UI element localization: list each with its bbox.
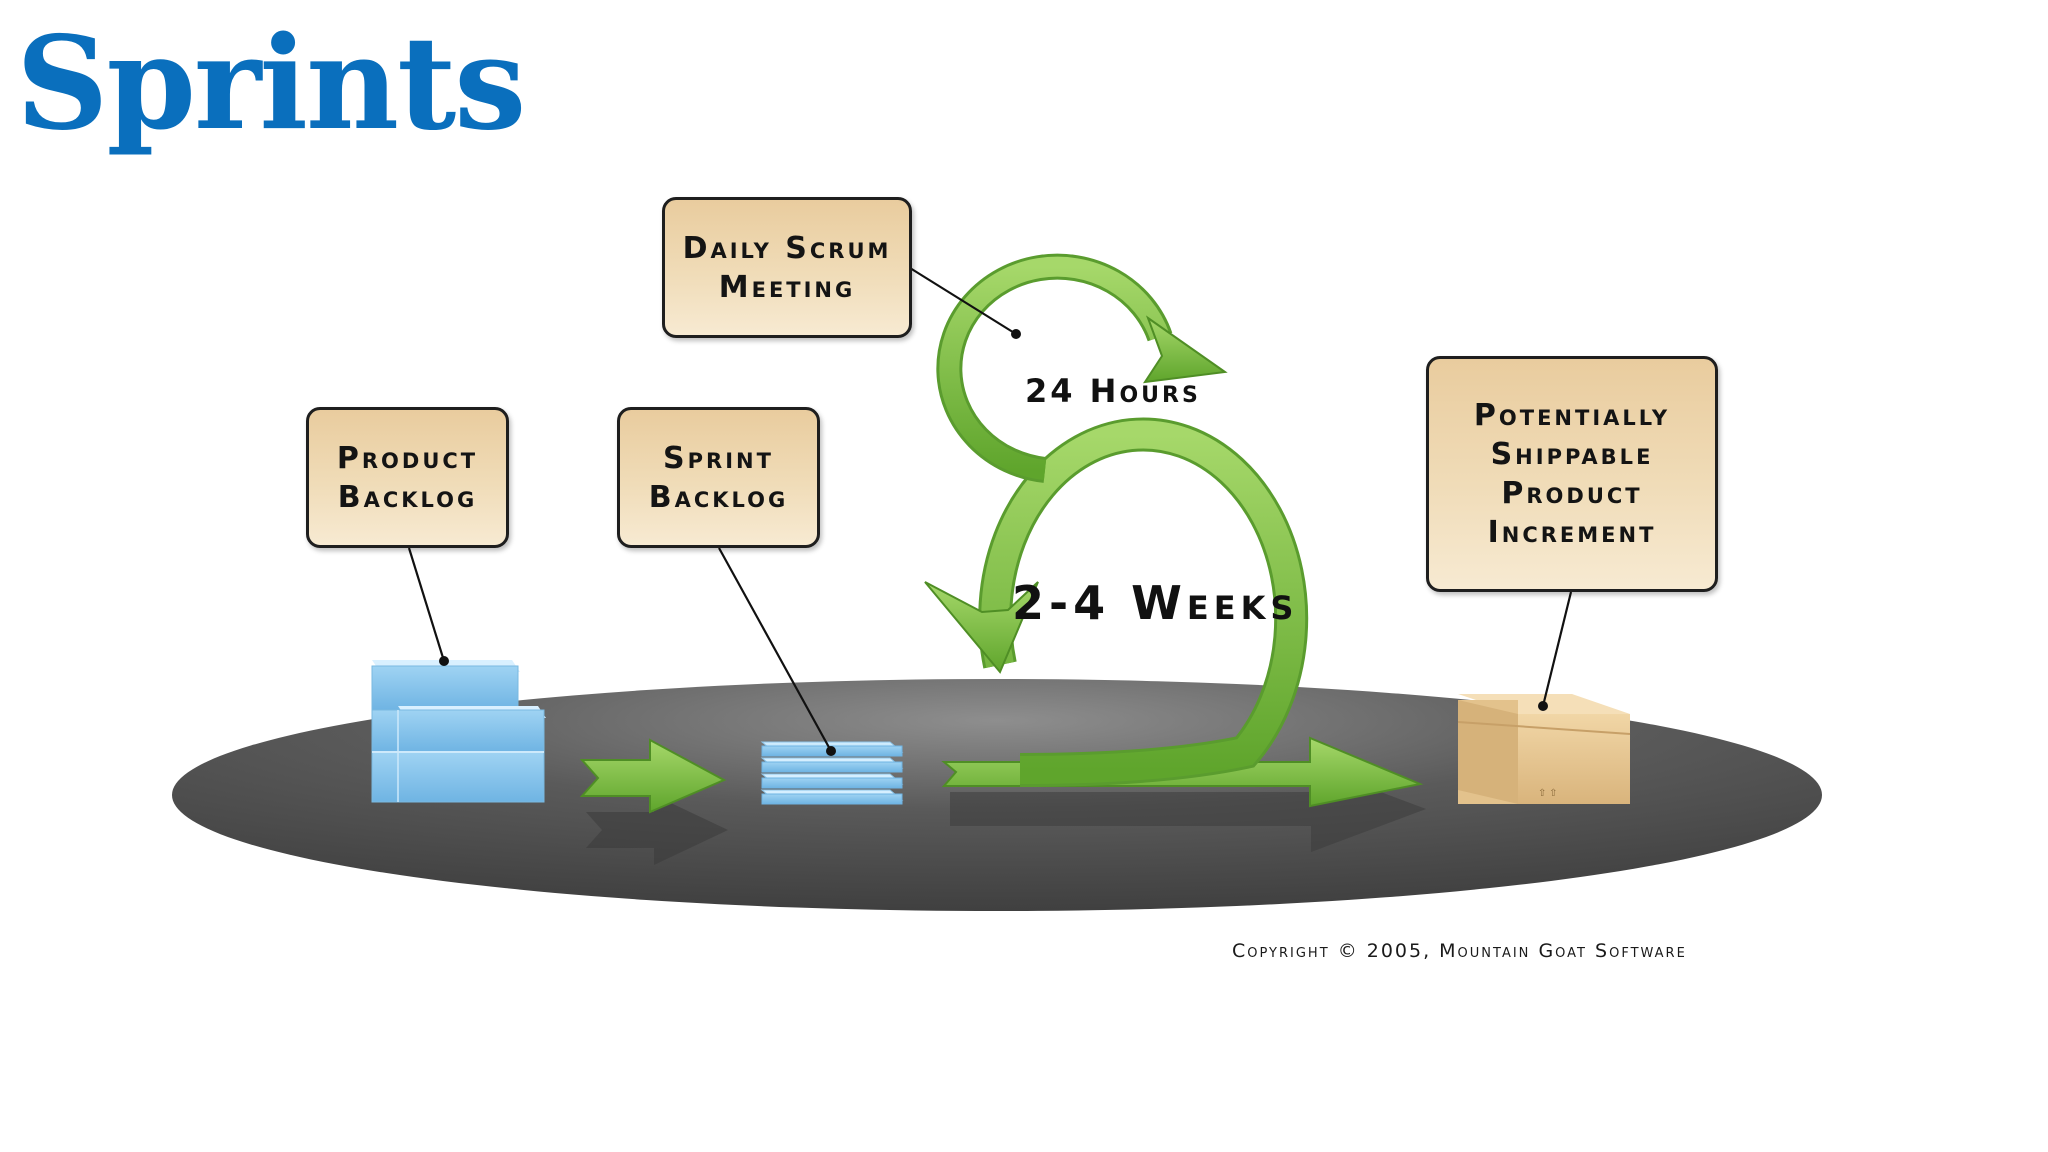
sprint-cycle-arrow	[924, 417, 1309, 787]
daily-cycle-arrow	[936, 253, 1228, 483]
daily-cycle-label: 24 Hours	[1025, 372, 1201, 410]
daily-scrum-label-line2: Meeting	[718, 269, 856, 305]
daily-scrum-label-line1: Daily Scrum	[682, 230, 892, 266]
connector-dots	[439, 329, 1548, 756]
sprint-backlog-box: Sprint Backlog	[617, 407, 820, 548]
slide-title: Sprints	[16, 9, 526, 159]
connector-lines	[407, 267, 1573, 752]
increment-box: Potentially Shippable Product Increment	[1426, 356, 1718, 592]
daily-scrum-box: Daily Scrum Meeting	[662, 197, 912, 338]
sprint-cycle-label: 2-4 Weeks	[1012, 576, 1299, 630]
product-backlog-label-line2: Backlog	[337, 479, 478, 515]
sprint-backlog-label-line2: Backlog	[648, 479, 789, 515]
shipping-box: ⇧ ⇧	[1457, 694, 1631, 804]
svg-text:⇧ ⇧: ⇧ ⇧	[1538, 788, 1558, 799]
product-backlog-label-line1: Product	[336, 440, 479, 476]
product-backlog-box: Product Backlog	[306, 407, 509, 548]
backlog-flow-arrow	[579, 738, 728, 865]
product-backlog-stack	[371, 660, 546, 803]
increment-label-line4: Increment	[1487, 515, 1657, 550]
increment-label-line3: Product	[1501, 476, 1643, 511]
increment-label-line2: Shippable	[1490, 437, 1654, 472]
sprint-backlog-label-line1: Sprint	[663, 440, 774, 476]
increment-label-line1: Potentially	[1473, 398, 1671, 433]
copyright-notice: Copyright © 2005, Mountain Goat Software	[1232, 940, 1687, 962]
